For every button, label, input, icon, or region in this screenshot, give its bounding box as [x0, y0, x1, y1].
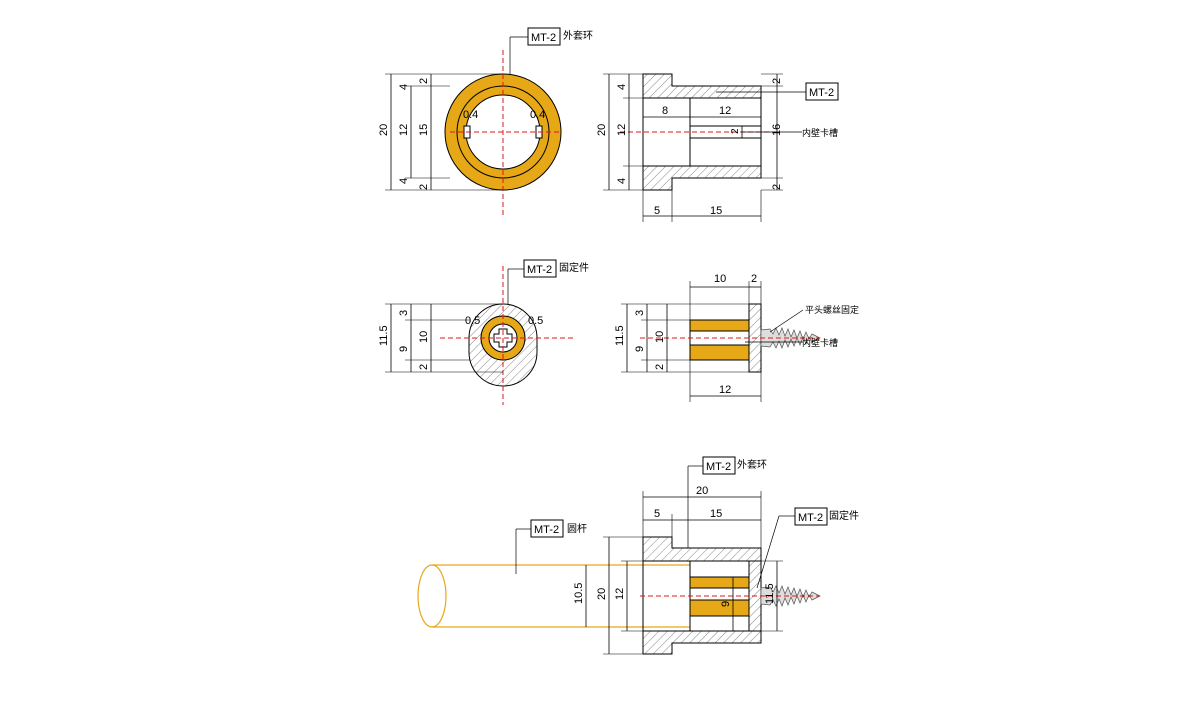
tag-mt2-section-text: MT-2: [809, 87, 834, 99]
screw-thread: [760, 327, 821, 349]
dim-v3-10: 10: [418, 331, 430, 343]
assembly-screw: [760, 585, 821, 607]
view-fixing-section: 10 2 11.5 10 3 9 2 12 平头螺丝固定 内壁卡槽: [614, 273, 859, 402]
tag-rod: 圆杆: [567, 523, 587, 535]
dim-v4-12: 12: [719, 384, 731, 396]
tag-assembly-fixing: 固定件: [829, 509, 859, 522]
tag-mt2-rod: [530, 519, 564, 538]
tag-mt2-assembly-fixing: [794, 507, 828, 526]
dim-v2-2a: 2: [771, 78, 783, 84]
dim-v4-2l: 2: [654, 364, 666, 370]
dim-v3-3: 3: [398, 310, 410, 316]
tag-mt2-fixing: [523, 259, 557, 278]
fixing-gold-top: [689, 319, 750, 332]
dim-v5-10-5: 10.5: [573, 583, 585, 604]
notch-dim-v3-right: 0.5: [528, 315, 543, 327]
dim-v5-5: 5: [654, 508, 660, 520]
view-assembly: 20 5 15 10.5 20 12 9 11.5 MT-2 外套环 MT-2 …: [417, 456, 859, 655]
rod-end: [417, 564, 447, 628]
tag-inner-wall-groove: 内壁卡槽: [802, 127, 838, 138]
dim-v2-8: 8: [662, 105, 668, 117]
dim-v2-4a: 4: [616, 84, 628, 90]
dim-v1-2b: 2: [418, 184, 430, 190]
dim-v4-9: 9: [634, 346, 646, 352]
dim-v4-10: 10: [714, 273, 726, 285]
dim-v1-12: 12: [398, 124, 410, 136]
tag-flat-screw: 平头螺丝固定: [805, 304, 859, 315]
section-bottom: [642, 165, 762, 191]
assembly-ring-bottom: [642, 630, 762, 655]
dim-v2-2b: 2: [771, 184, 783, 190]
view-outer-ring-front: 0.4 0.4 20 12 15 4 2 4 2 MT-2 外套环: [378, 27, 593, 218]
tag-mt2-outer: [527, 27, 561, 46]
notch-dim-left: 0.4: [463, 109, 478, 121]
dim-v2-20: 20: [596, 124, 608, 136]
tag-fixing-text: 固定件: [559, 261, 589, 274]
dim-v1-4b: 4: [398, 178, 410, 184]
dim-v4-11-5: 11.5: [614, 325, 626, 346]
dim-v1-4a: 4: [398, 84, 410, 90]
tag-groove-2: 内壁卡槽: [802, 337, 838, 348]
tag-mt2-assembly-fixing-text: MT-2: [798, 512, 823, 524]
dim-v5-15: 15: [710, 508, 722, 520]
dim-v4-2: 2: [751, 273, 757, 285]
dim-v4-10l: 10: [654, 331, 666, 343]
dim-v2-12: 12: [719, 105, 731, 117]
tag-mt2-rod-text: MT-2: [534, 524, 559, 536]
dim-v1-15: 15: [418, 124, 430, 136]
tag-mt2-assembly-ring: [702, 456, 736, 475]
assembly-gold-top: [689, 576, 750, 589]
tag-assembly-outer-ring: 外套环: [737, 458, 767, 471]
dim-v5-9: 9: [720, 601, 732, 607]
dim-v1-2a: 2: [418, 78, 430, 84]
dim-v5-20l: 20: [596, 588, 608, 600]
dim-v2-15: 15: [710, 205, 722, 217]
dim-v3-11-5: 11.5: [378, 325, 390, 346]
tag-mt2-fixing-text: MT-2: [527, 264, 552, 276]
dim-v1-20: 20: [378, 124, 390, 136]
dim-v2-4b: 4: [616, 178, 628, 184]
dim-v2-12l: 12: [616, 124, 628, 136]
dim-v3-9: 9: [398, 346, 410, 352]
dim-v2-5: 5: [654, 205, 660, 217]
dim-v2-16: 16: [771, 124, 783, 136]
tag-mt2-text: MT-2: [531, 32, 556, 44]
dim-v5-12: 12: [614, 588, 626, 600]
tag-outer-ring-text: 外套环: [563, 29, 593, 42]
dim-v5-20: 20: [696, 485, 708, 497]
view-outer-ring-section: 8 12 20 12 4 4 2 16 2 2 内壁卡槽 5 15: [596, 73, 839, 222]
notch-dim-right: 0.4: [530, 109, 545, 121]
assembly-ring-top: [642, 536, 762, 562]
dim-v5-11-5: 11.5: [764, 583, 776, 604]
assembly-bore: [689, 587, 750, 601]
dim-v2-groove: 2: [730, 128, 741, 134]
fixing-gold-bottom: [689, 344, 750, 361]
section-top: [642, 73, 762, 99]
tag-mt2-section: [805, 82, 839, 101]
view-fixing-front: 0.5 0.5 11.5 10 3 9 2 MT-2 固定件: [378, 259, 589, 405]
dim-v3-2: 2: [418, 364, 430, 370]
tag-mt2-assembly-ring-text: MT-2: [706, 461, 731, 473]
notch-dim-v3-left: 0.5: [465, 315, 480, 327]
dim-v4-3: 3: [634, 310, 646, 316]
